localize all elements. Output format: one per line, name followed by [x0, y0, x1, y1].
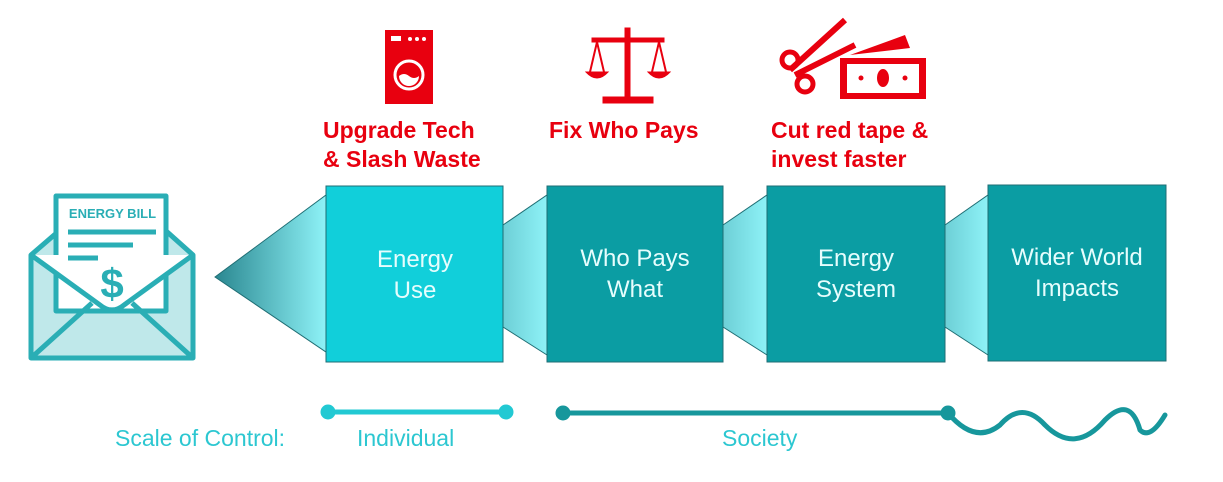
energy-bill-title: ENERGY BILL: [68, 206, 157, 221]
washing-machine-icon: [385, 30, 433, 104]
stage-box-who-pays-what: [546, 185, 724, 363]
stage-label-line: Wider World: [1011, 244, 1143, 271]
action-upgrade-tech: Upgrade Tech & Slash Waste: [323, 116, 481, 174]
connector-funnel-3: [944, 194, 989, 356]
scales-icon: [584, 27, 672, 104]
individual-label: Individual: [357, 425, 455, 451]
connector-funnel-2: [722, 194, 768, 356]
action-line: Upgrade Tech: [323, 117, 475, 143]
stage-label-wider-world: Wider World Impacts: [988, 242, 1166, 304]
stage-label-line: Energy: [376, 246, 454, 273]
action-fix-who-pays: Fix Who Pays: [549, 116, 699, 145]
stage-label-energy-system: Energy System: [767, 243, 945, 305]
stage-label-energy-use: Energy Use: [326, 244, 504, 306]
connector-funnel-1: [502, 194, 548, 356]
society-scale-bar: [555, 405, 1168, 442]
individual-scale-bar: [320, 404, 514, 420]
society-label: Society: [722, 425, 798, 451]
stage-label-who-pays-what: Who Pays What: [546, 243, 724, 305]
open-ended-wave: [945, 407, 1168, 442]
stage-label-line: What: [606, 276, 663, 303]
action-line: Fix Who Pays: [549, 117, 699, 143]
action-cut-red-tape: Cut red tape & invest faster: [771, 116, 928, 174]
stage-label-line: Use: [393, 277, 437, 304]
scale-of-control-label: Scale of Control:: [115, 425, 286, 451]
stage-box-wider-world: [987, 184, 1167, 362]
stage-label-line: Energy: [817, 245, 895, 272]
dollar-icon: $: [100, 260, 123, 307]
action-line: & Slash Waste: [323, 146, 481, 172]
action-line: Cut red tape &: [771, 117, 929, 143]
stage-label-line: Who Pays: [580, 245, 690, 272]
action-line: invest faster: [771, 146, 907, 172]
stage-box-energy-system: [766, 185, 946, 363]
scissors-money-icon: [779, 17, 926, 99]
connector-funnel-0: [214, 194, 327, 353]
stage-label-line: System: [815, 276, 896, 303]
energy-bill-envelope-icon: [28, 193, 196, 361]
stage-box-energy-use: [325, 185, 504, 363]
stage-label-line: Impacts: [1034, 275, 1120, 302]
